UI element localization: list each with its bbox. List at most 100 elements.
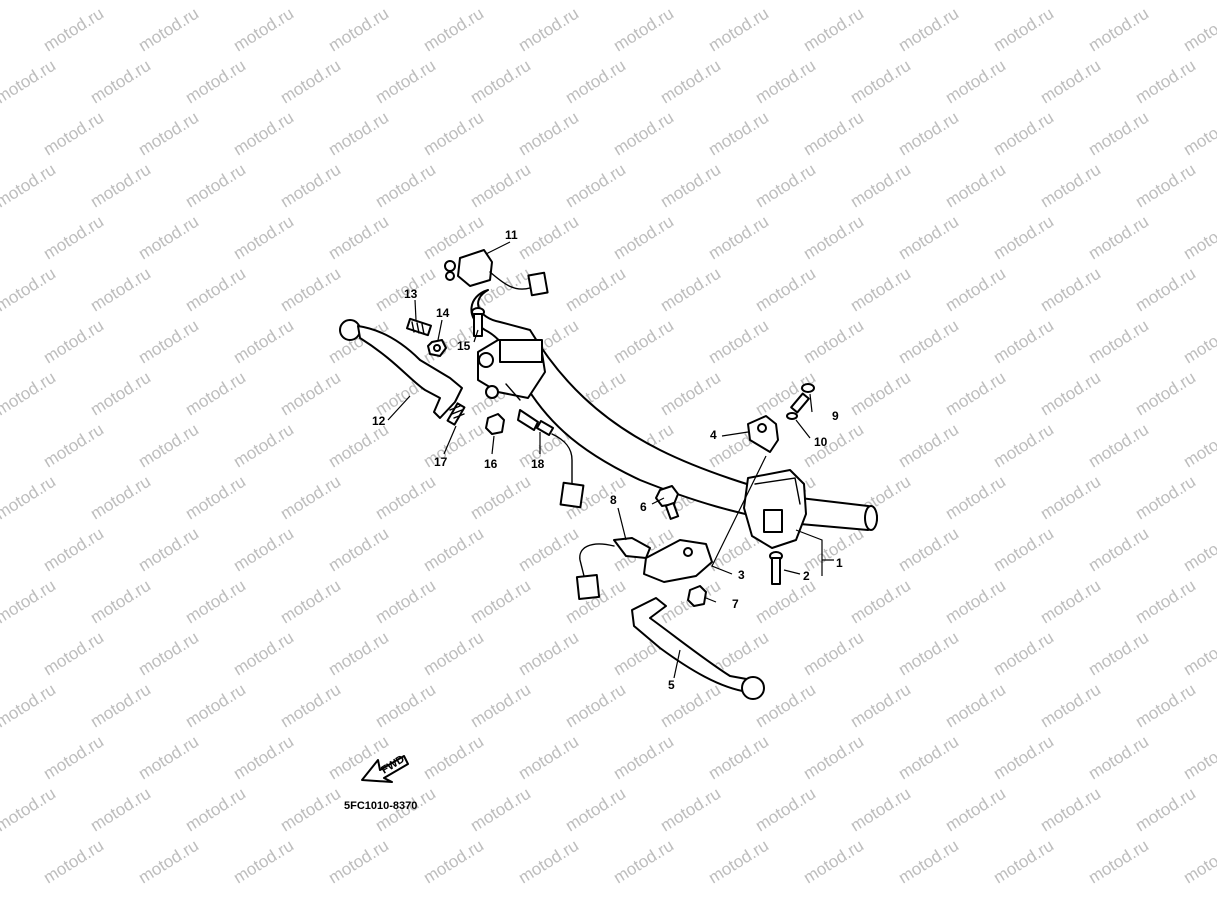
watermark-text: motod.ru [182,680,249,732]
watermark-text: motod.ru [182,368,249,420]
watermark-text: motod.ru [0,160,59,212]
watermark-text: motod.ru [40,316,107,368]
watermark-text: motod.ru [1180,316,1217,368]
watermark-text: motod.ru [657,160,724,212]
watermark-text: motod.ru [657,784,724,836]
watermark-text: motod.ru [1180,524,1217,576]
watermark-text: motod.ru [1037,368,1104,420]
part-16-nut [485,413,505,435]
watermark-text: motod.ru [610,316,677,368]
watermark-text: motod.ru [705,316,772,368]
watermark-text: motod.ru [990,212,1057,264]
watermark-text: motod.ru [610,732,677,784]
watermark-text: motod.ru [1037,784,1104,836]
watermark-text: motod.ru [277,472,344,524]
watermark-text: motod.ru [372,472,439,524]
watermark-text: motod.ru [990,732,1057,784]
callout-17: 17 [434,455,448,469]
part-10-washer [786,412,798,420]
watermark-text: motod.ru [1037,0,1104,3]
watermark-text: motod.ru [705,4,772,56]
watermark-text: motod.ru [277,56,344,108]
callout-6: 6 [640,500,647,514]
callout-2: 2 [803,569,810,583]
watermark-text: motod.ru [0,680,59,732]
watermark-text: motod.ru [87,576,154,628]
watermark-text: motod.ru [942,56,1009,108]
watermark-text: motod.ru [277,0,344,3]
watermark-text: motod.ru [847,368,914,420]
part-5-lever [631,597,765,700]
watermark-text: motod.ru [1037,264,1104,316]
watermark-text: motod.ru [847,680,914,732]
watermark-text: motod.ru [657,56,724,108]
watermark-text: motod.ru [182,160,249,212]
watermark-text: motod.ru [1180,628,1217,680]
watermark-text: motod.ru [562,680,629,732]
diagram-code: 5FC1010-8370 [344,800,417,812]
watermark-text: motod.ru [657,264,724,316]
watermark-text: motod.ru [752,368,819,420]
watermark-text: motod.ru [752,784,819,836]
watermark-text: motod.ru [895,524,962,576]
leader-lines [387,241,834,679]
part-7-nut [687,585,707,607]
watermark-text: motod.ru [420,108,487,160]
watermark-text: motod.ru [990,524,1057,576]
watermark-text: motod.ru [1037,680,1104,732]
part-14-nut [427,339,447,357]
watermark-text: motod.ru [895,4,962,56]
watermark-text: motod.ru [277,680,344,732]
watermark-text: motod.ru [562,160,629,212]
watermark-text: motod.ru [1180,732,1217,784]
watermark-text: motod.ru [800,4,867,56]
watermark-text: motod.ru [942,0,1009,3]
watermark-text: motod.ru [942,160,1009,212]
watermark-text: motod.ru [1085,316,1152,368]
watermark-text: motod.ru [1037,576,1104,628]
watermark-text: motod.ru [87,0,154,3]
watermark-text: motod.ru [87,472,154,524]
watermark-text: motod.ru [990,420,1057,472]
watermark-text: motod.ru [847,576,914,628]
watermark-text: motod.ru [562,264,629,316]
part-18-switch [517,409,585,509]
watermark-text: motod.ru [705,212,772,264]
watermark-text: motod.ru [0,264,59,316]
watermark-text: motod.ru [657,368,724,420]
watermark-text: motod.ru [1132,56,1199,108]
watermark-text: motod.ru [942,472,1009,524]
watermark-text: motod.ru [372,680,439,732]
watermark-text: motod.ru [1085,4,1152,56]
watermark-text: motod.ru [135,524,202,576]
part-2-screw [769,551,783,585]
watermark-text: motod.ru [847,56,914,108]
watermark-text: motod.ru [182,264,249,316]
callout-labels: 1 2 3 4 5 6 7 8 9 10 11 12 13 14 15 16 1… [372,228,843,692]
watermark-text: motod.ru [610,836,677,888]
watermark-text: motod.ru [230,316,297,368]
watermark-text: motod.ru [1180,420,1217,472]
watermark-text: motod.ru [515,836,582,888]
watermark-text: motod.ru [942,368,1009,420]
watermark-text: motod.ru [800,836,867,888]
watermark-text: motod.ru [87,680,154,732]
watermark-text: motod.ru [515,628,582,680]
watermark-text: motod.ru [372,0,439,3]
watermark-text: motod.ru [277,576,344,628]
watermark-text: motod.ru [87,368,154,420]
watermark-text: motod.ru [610,212,677,264]
watermark-text: motod.ru [1132,0,1199,3]
watermark-text: motod.ru [562,0,629,3]
watermark-text: motod.ru [990,108,1057,160]
part-15-bolt [471,307,485,337]
callout-3: 3 [738,568,745,582]
callout-18: 18 [531,457,545,471]
watermark-text: motod.ru [515,524,582,576]
watermark-text: motod.ru [895,836,962,888]
watermark-text: motod.ru [230,628,297,680]
watermark-text: motod.ru [1085,212,1152,264]
watermark-text: motod.ru [562,56,629,108]
watermark-text: motod.ru [40,4,107,56]
